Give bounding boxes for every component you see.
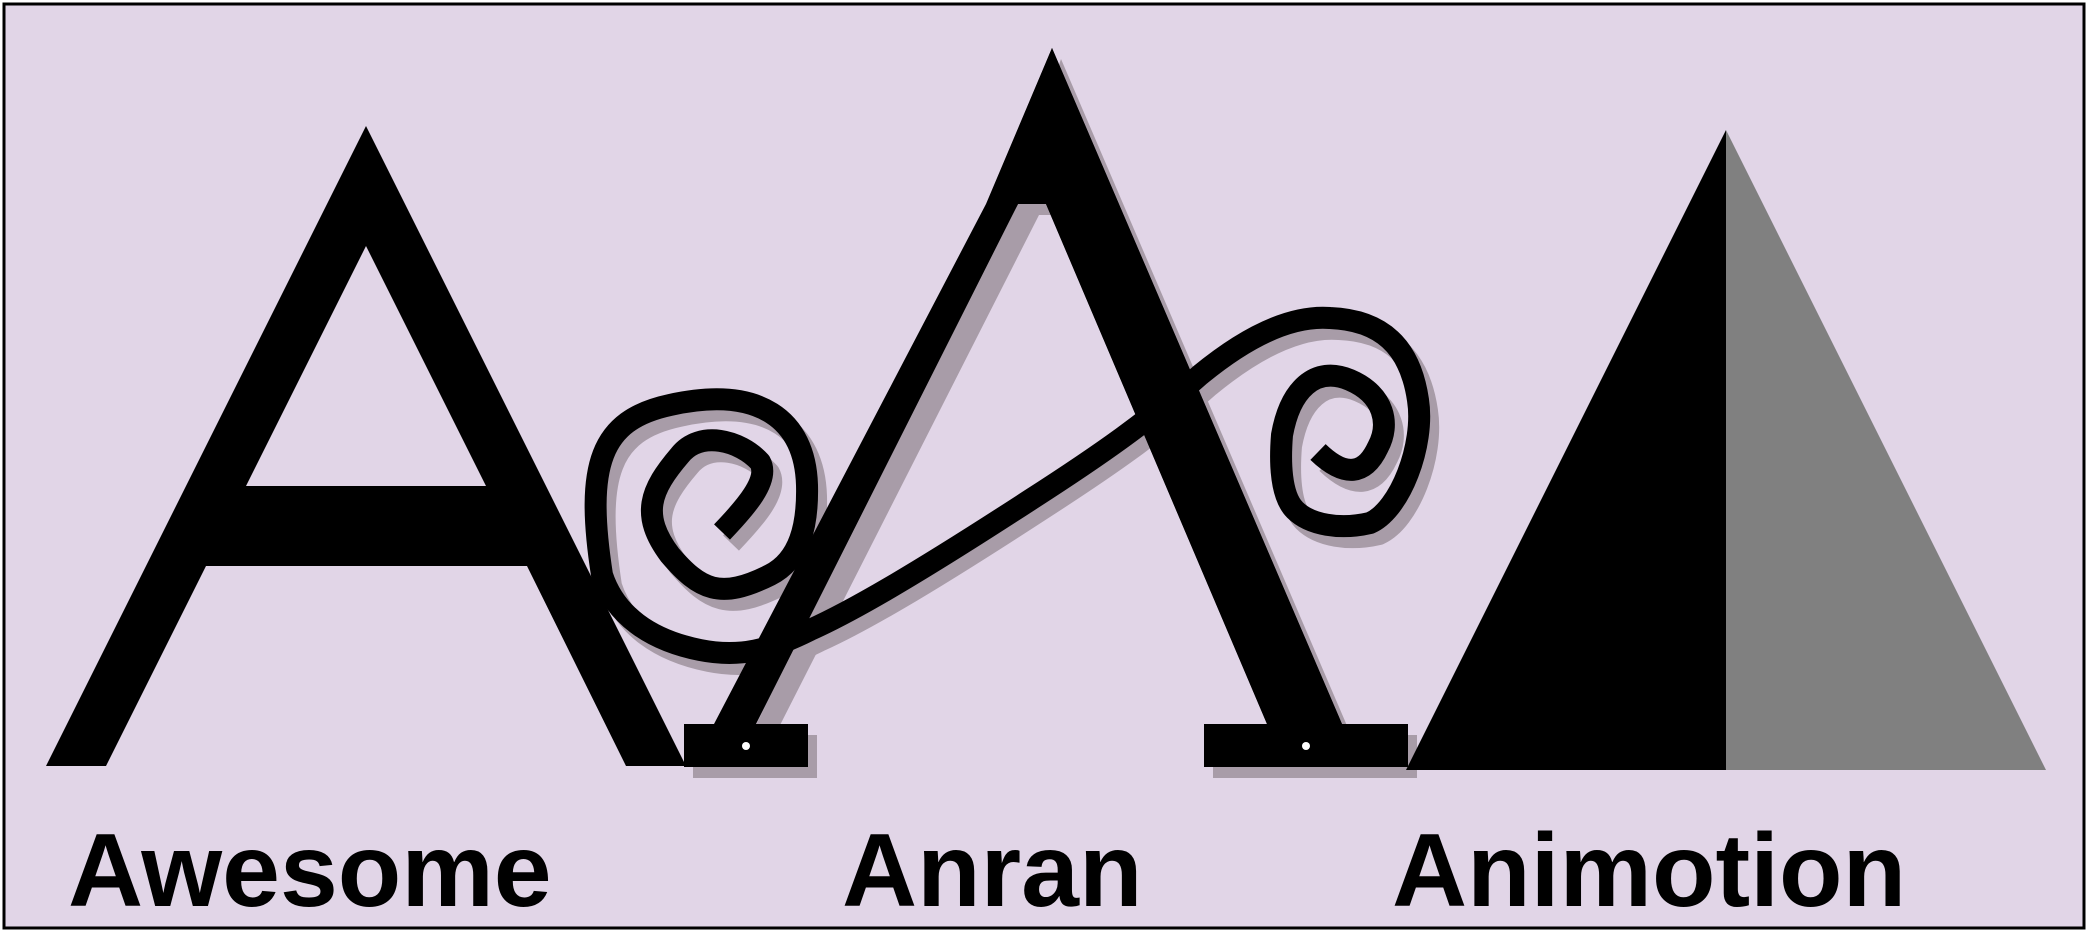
- serif-letter-a-icon: [46, 126, 686, 766]
- ornate-swirl-letter-a-icon: [584, 48, 1440, 778]
- word-awesome: Awesome: [68, 813, 552, 929]
- half-shaded-triangle-icon: [1406, 130, 2046, 770]
- word-animotion: Animotion: [1392, 813, 1906, 929]
- word-anran: Anran: [842, 813, 1142, 929]
